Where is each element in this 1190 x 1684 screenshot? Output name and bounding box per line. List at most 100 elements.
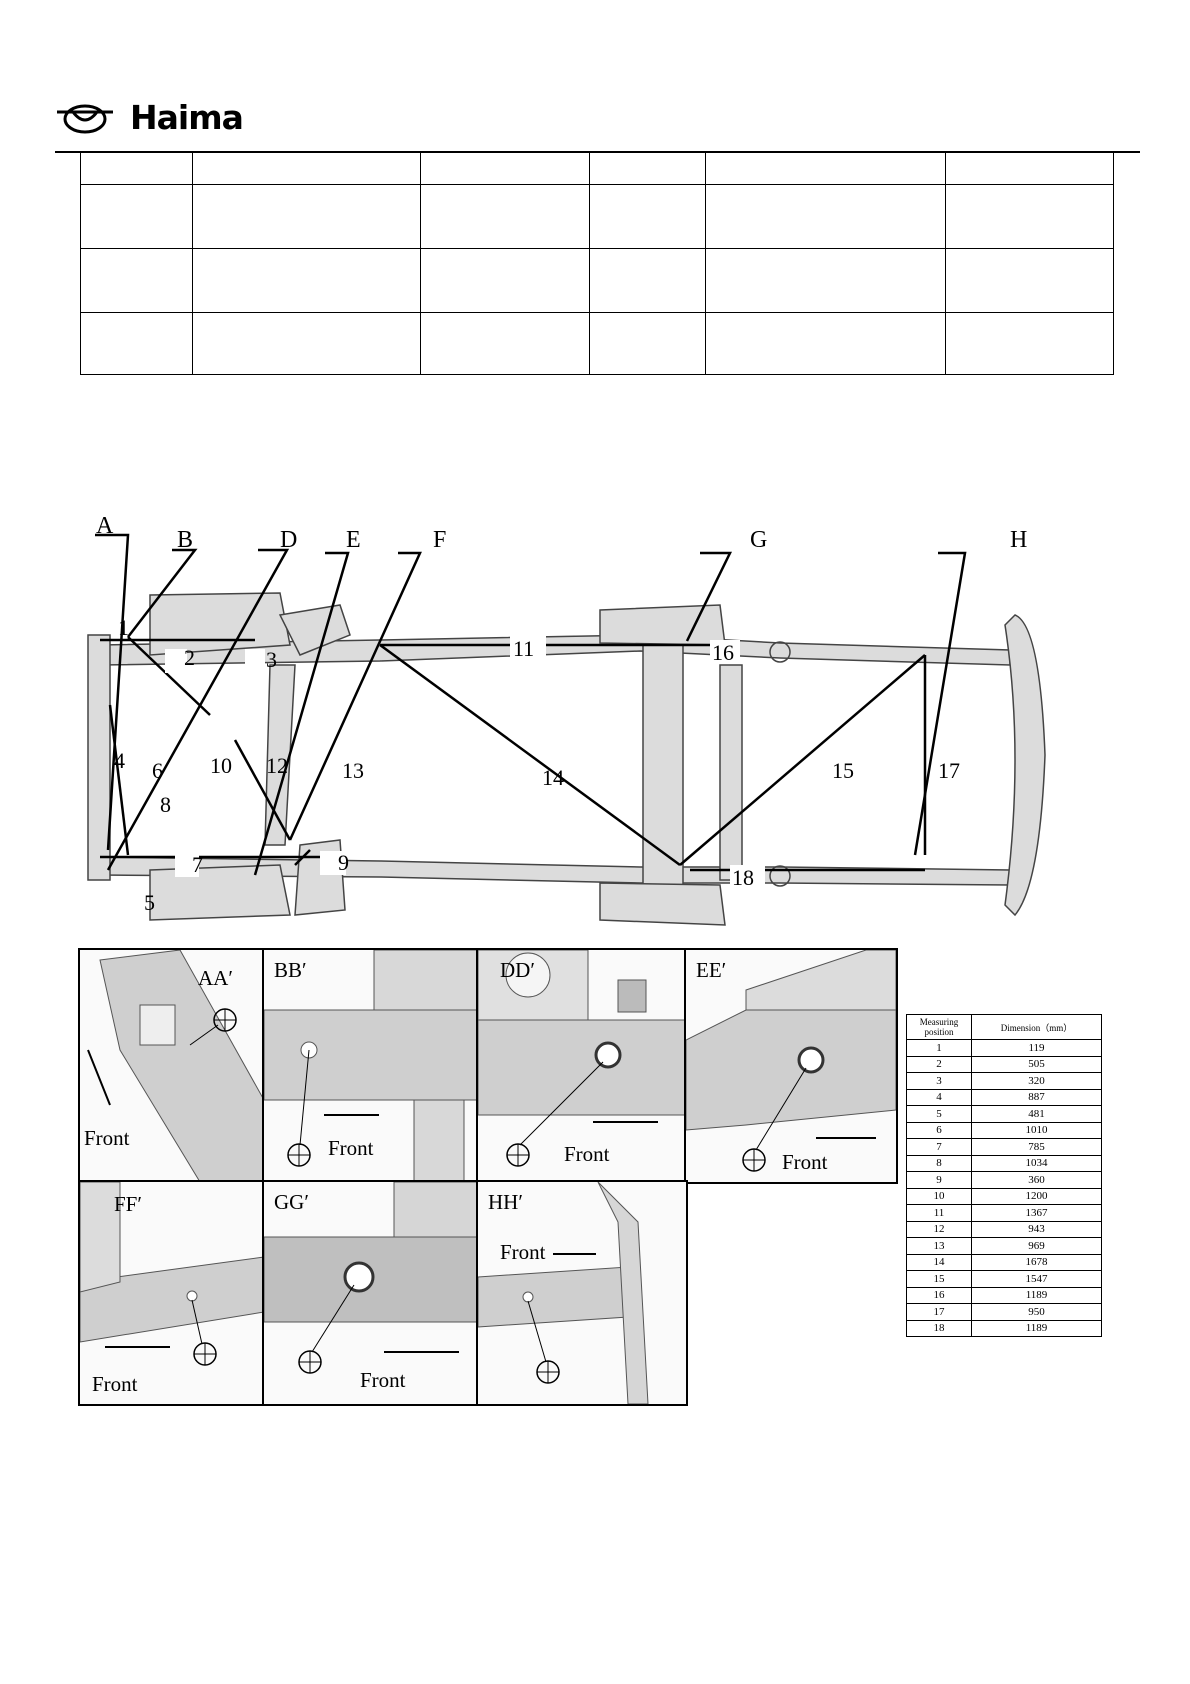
panel-aa: AA′ Front (78, 948, 266, 1184)
section-label-g: G (750, 527, 767, 553)
cell-dimension: 1010 (971, 1121, 1102, 1139)
front-label: Front (92, 1372, 138, 1396)
cell-dimension: 1200 (971, 1187, 1102, 1205)
point-label-13: 13 (342, 758, 364, 783)
cell-position: 12 (906, 1220, 972, 1238)
cell-dimension: 481 (971, 1105, 1102, 1123)
cell-dimension: 1034 (971, 1154, 1102, 1172)
cell-dimension: 360 (971, 1171, 1102, 1189)
point-label-15: 15 (832, 758, 854, 783)
point-label-9: 9 (338, 850, 349, 875)
front-label: Front (84, 1126, 130, 1150)
haima-logo (57, 104, 113, 134)
cell-position: 3 (906, 1072, 972, 1090)
front-label: Front (564, 1142, 610, 1166)
cell-dimension: 950 (971, 1303, 1102, 1321)
point-label-10: 10 (210, 753, 232, 778)
point-label-18: 18 (732, 865, 754, 890)
section-label-b: B (177, 527, 193, 553)
table-row (80, 312, 1114, 375)
cell-position: 11 (906, 1204, 972, 1222)
panel-title: HH′ (488, 1190, 523, 1214)
cell-position: 13 (906, 1237, 972, 1255)
front-label: Front (328, 1136, 374, 1160)
panel-title: AA′ (198, 966, 233, 990)
cell-dimension: 119 (971, 1039, 1102, 1057)
column-header-position: Measuring position (906, 1014, 972, 1040)
table-row (80, 152, 1114, 185)
empty-table (80, 152, 1114, 375)
frame-diagram: A B D E F G H 1 2 3 4 5 6 7 8 9 10 11 12… (87, 515, 1046, 926)
point-label-2: 2 (184, 645, 195, 670)
point-label-3: 3 (266, 647, 277, 672)
cell-dimension: 943 (971, 1220, 1102, 1238)
panel-dd: DD′ Front (476, 948, 688, 1184)
panel-gg: GG′ Front (262, 1180, 480, 1406)
detail-panels: AA′ Front BB′ Front DD′ Fro (78, 948, 898, 1406)
section-labels: A B D E F G H (96, 515, 1027, 553)
point-label-4: 4 (114, 748, 125, 773)
cell-dimension: 785 (971, 1138, 1102, 1156)
cell-position: 9 (906, 1171, 972, 1189)
table-row (80, 184, 1114, 249)
point-label-6: 6 (152, 758, 163, 783)
front-label: Front (500, 1240, 546, 1264)
cell-position: 6 (906, 1121, 972, 1139)
section-label-d: D (280, 527, 297, 553)
cell-dimension: 1367 (971, 1204, 1102, 1222)
cell-position: 2 (906, 1055, 972, 1073)
leader-lines (95, 533, 967, 876)
point-label-16: 16 (712, 640, 734, 665)
cell-dimension: 887 (971, 1088, 1102, 1106)
cell-position: 4 (906, 1088, 972, 1106)
cell-dimension: 1547 (971, 1270, 1102, 1288)
panel-title: EE′ (696, 958, 727, 982)
section-label-h: H (1010, 527, 1027, 553)
section-label-f: F (433, 527, 446, 553)
point-label-1: 1 (118, 615, 129, 640)
front-label: Front (360, 1368, 406, 1392)
cell-position: 5 (906, 1105, 972, 1123)
table-row (80, 248, 1114, 313)
cell-position: 8 (906, 1154, 972, 1172)
cell-position: 10 (906, 1187, 972, 1205)
point-label-12: 12 (266, 753, 288, 778)
cell-dimension: 1189 (971, 1286, 1102, 1304)
point-label-8: 8 (160, 792, 171, 817)
front-label: Front (782, 1150, 828, 1174)
panel-title: GG′ (274, 1190, 309, 1214)
panel-title: DD′ (500, 958, 535, 982)
point-labels: 1 2 3 4 5 6 7 8 9 10 11 12 13 14 15 16 1… (114, 615, 960, 915)
cell-dimension: 1189 (971, 1319, 1102, 1337)
cell-position: 14 (906, 1253, 972, 1271)
panel-ee: EE′ Front (684, 948, 898, 1184)
cell-dimension: 969 (971, 1237, 1102, 1255)
panel-hh: HH′ Front (476, 1180, 688, 1406)
point-label-17: 17 (938, 758, 960, 783)
point-label-11: 11 (513, 636, 534, 661)
panel-bb: BB′ Front (262, 948, 480, 1184)
cell-position: 1 (906, 1039, 972, 1057)
panel-title: FF′ (114, 1192, 142, 1216)
cell-position: 16 (906, 1286, 972, 1304)
section-label-e: E (346, 527, 361, 553)
cell-dimension: 1678 (971, 1253, 1102, 1271)
cell-dimension: 320 (971, 1072, 1102, 1090)
